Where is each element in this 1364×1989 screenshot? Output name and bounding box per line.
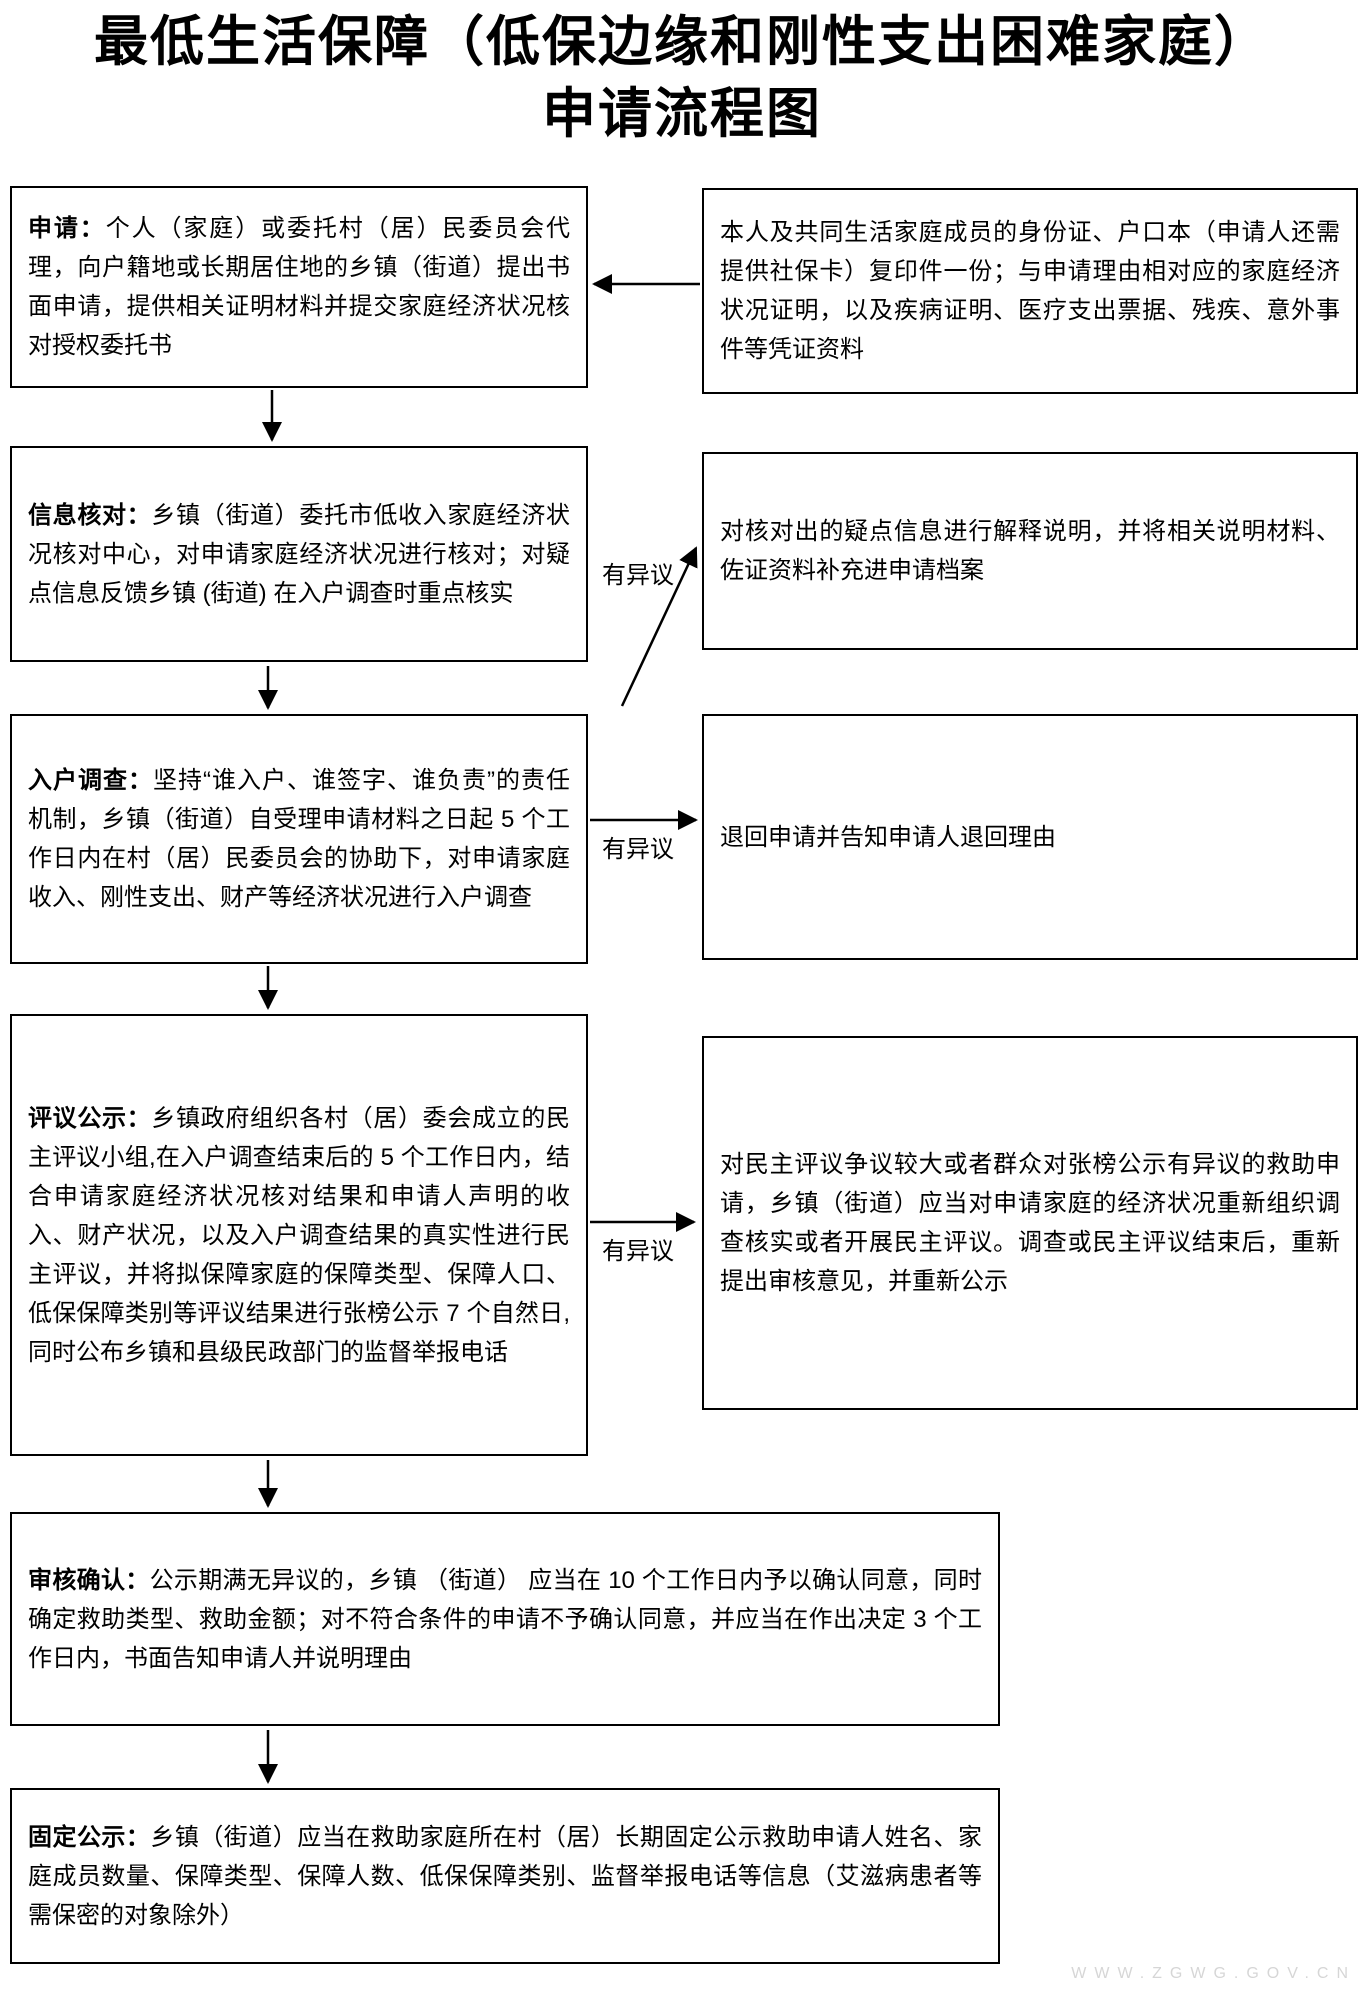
step-home-visit-text: 入户调查：坚持“谁入户、谁签字、谁负责”的责任机制，乡镇（街道）自受理申请材料之… xyxy=(28,761,570,917)
objection-label-info-check: 有异议 xyxy=(602,562,674,589)
step-info-check-text: 信息核对：乡镇（街道）委托市低收入家庭经济状况核对中心，对申请家庭经济状况进行核… xyxy=(28,496,570,613)
side-return-text: 退回申请并告知申请人退回理由 xyxy=(720,823,1056,851)
objection-label-home-visit: 有异议 xyxy=(602,836,674,863)
step-info-check-label: 信息核对： xyxy=(28,501,152,529)
side-box-explain: 对核对出的疑点信息进行解释说明，并将相关说明材料、佐证资料补充进申请档案 xyxy=(702,452,1358,650)
step-apply-text: 申请：个人（家庭）或委托村（居）民委员会代理，向户籍地或长期居住地的乡镇（街道）… xyxy=(28,209,570,365)
page-title: 最低生活保障（低保边缘和刚性支出困难家庭） 申请流程图 xyxy=(0,6,1364,150)
side-explain-text: 对核对出的疑点信息进行解释说明，并将相关说明材料、佐证资料补充进申请档案 xyxy=(720,518,1340,584)
side-materials-text: 本人及共同生活家庭成员的身份证、户口本（申请人还需提供社保卡）复印件一份；与申请… xyxy=(720,219,1340,363)
step-box-home-visit: 入户调查：坚持“谁入户、谁签字、谁负责”的责任机制，乡镇（街道）自受理申请材料之… xyxy=(10,714,588,964)
step-box-fixed-publicity: 固定公示：乡镇（街道）应当在救助家庭所在村（居）长期固定公示救助申请人姓名、家庭… xyxy=(10,1788,1000,1964)
title-line-1: 最低生活保障（低保边缘和刚性支出困难家庭） xyxy=(94,12,1270,72)
step-fixed-publicity-label: 固定公示： xyxy=(28,1823,151,1851)
step-confirm-body: 公示期满无异议的，乡镇 （街道） 应当在 10 个工作日内予以确认同意，同时确定… xyxy=(28,1566,982,1672)
title-line-2: 申请流程图 xyxy=(542,84,822,144)
step-confirm-label: 审核确认： xyxy=(28,1566,150,1594)
step-home-visit-body: 坚持“谁入户、谁签字、谁负责”的责任机制，乡镇（街道）自受理申请材料之日起 5 … xyxy=(28,767,571,911)
step-box-apply: 申请：个人（家庭）或委托村（居）民委员会代理，向户籍地或长期居住地的乡镇（街道）… xyxy=(10,186,588,388)
step-confirm-text: 审核确认：公示期满无异议的，乡镇 （街道） 应当在 10 个工作日内予以确认同意… xyxy=(28,1561,982,1678)
step-box-review-publicity: 评议公示：乡镇政府组织各村（居）委会成立的民主评议小组,在入户调查结束后的 5 … xyxy=(10,1014,588,1456)
step-home-visit-label: 入户调查： xyxy=(28,767,154,794)
side-box-materials: 本人及共同生活家庭成员的身份证、户口本（申请人还需提供社保卡）复印件一份；与申请… xyxy=(702,188,1358,394)
side-box-return: 退回申请并告知申请人退回理由 xyxy=(702,714,1358,960)
step-fixed-publicity-text: 固定公示：乡镇（街道）应当在救助家庭所在村（居）长期固定公示救助申请人姓名、家庭… xyxy=(28,1818,982,1935)
step-fixed-publicity-body: 乡镇（街道）应当在救助家庭所在村（居）长期固定公示救助申请人姓名、家庭成员数量、… xyxy=(28,1823,983,1929)
step-review-publicity-label: 评议公示： xyxy=(28,1104,152,1132)
objection-label-review: 有异议 xyxy=(602,1238,674,1265)
step-info-check-body: 乡镇（街道）委托市低收入家庭经济状况核对中心，对申请家庭经济状况进行核对；对疑点… xyxy=(28,501,571,607)
step-box-info-check: 信息核对：乡镇（街道）委托市低收入家庭经济状况核对中心，对申请家庭经济状况进行核… xyxy=(10,446,588,662)
step-box-confirm: 审核确认：公示期满无异议的，乡镇 （街道） 应当在 10 个工作日内予以确认同意… xyxy=(10,1512,1000,1726)
step-review-publicity-body: 乡镇政府组织各村（居）委会成立的民主评议小组,在入户调查结束后的 5 个工作日内… xyxy=(28,1104,571,1366)
side-recheck-text: 对民主评议争议较大或者群众对张榜公示有异议的救助申请，乡镇（街道）应当对申请家庭… xyxy=(720,1151,1340,1295)
step-apply-label: 申请： xyxy=(28,215,106,242)
step-review-publicity-text: 评议公示：乡镇政府组织各村（居）委会成立的民主评议小组,在入户调查结束后的 5 … xyxy=(28,1099,570,1372)
watermark-text: WWW.ZGWG.GOV.CN xyxy=(1071,1965,1356,1982)
step-apply-body: 个人（家庭）或委托村（居）民委员会代理，向户籍地或长期居住地的乡镇（街道）提出书… xyxy=(28,215,571,359)
side-box-recheck: 对民主评议争议较大或者群众对张榜公示有异议的救助申请，乡镇（街道）应当对申请家庭… xyxy=(702,1036,1358,1410)
